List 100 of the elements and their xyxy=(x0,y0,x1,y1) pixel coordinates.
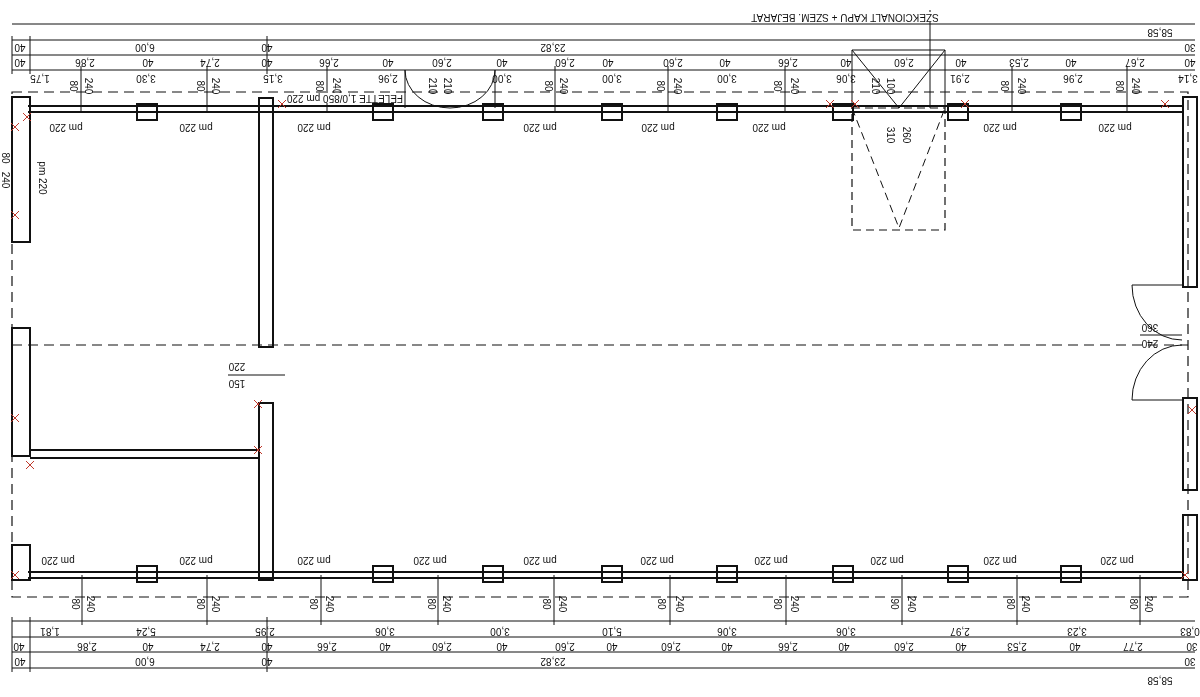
dimension-text: 240 xyxy=(83,77,93,95)
dimension-text: 2,66 xyxy=(778,641,798,651)
window-height-text: pm 220 xyxy=(523,122,557,132)
dimension-text: 150 xyxy=(228,378,246,388)
dimension-text: 2,97 xyxy=(950,626,970,636)
dimension-text: 40 xyxy=(606,641,618,651)
dimension-text: 2,86 xyxy=(75,57,95,67)
dimension-text: 80 xyxy=(1005,598,1015,610)
dimension-text: 210 xyxy=(442,77,452,95)
dimension-text: 80 xyxy=(656,598,666,610)
dimension-text: 80 xyxy=(772,598,782,610)
dimension-text: 2,96 xyxy=(378,73,398,83)
dimension-text: 240 xyxy=(210,77,220,95)
dimension-text: 40 xyxy=(840,57,852,67)
dimension-text: 3,00 xyxy=(717,73,737,83)
dimension-text: 310 xyxy=(885,126,895,144)
dimension-text: 2,60 xyxy=(663,57,683,67)
dimension-text: 220 xyxy=(228,361,246,371)
dimension-text: 40 xyxy=(142,57,154,67)
dimension-text: 80 xyxy=(543,80,553,92)
dimension-text: 40 xyxy=(261,656,273,666)
dimension-text: 40 xyxy=(602,57,614,67)
dimension-text: 40 xyxy=(13,641,25,651)
window-height-text: pm 220 xyxy=(870,555,904,565)
dimension-text: 2,96 xyxy=(1063,73,1083,83)
window-height-text: pm 220 xyxy=(523,555,557,565)
dimension-text: 2,60 xyxy=(555,641,575,651)
window-height-text: pm 220 xyxy=(752,122,786,132)
dimension-text: 80 xyxy=(314,80,324,92)
dimension-text: 240 xyxy=(674,595,684,613)
dimension-text: 40 xyxy=(955,641,967,651)
dimension-text: 240 xyxy=(210,595,220,613)
dimension-text: 2,60 xyxy=(894,641,914,651)
dimension-text: 80 xyxy=(0,152,10,164)
dimension-text: 23,82 xyxy=(540,42,566,52)
window-height-text: pm 220 xyxy=(297,555,331,565)
dimension-text: 2,67 xyxy=(1125,57,1145,67)
dimension-text: 40 xyxy=(261,57,273,67)
dimension-text: 240 xyxy=(557,595,567,613)
dimension-text: 240 xyxy=(441,595,451,613)
dimension-text: 2,95 xyxy=(255,626,275,636)
window-height-text: pm 220 xyxy=(297,122,331,132)
dimension-text: 6,00 xyxy=(135,656,155,666)
dimension-text: 2,66 xyxy=(317,641,337,651)
dimension-text: 0,83 xyxy=(1180,626,1200,636)
dimension-text: 40 xyxy=(261,42,273,52)
dimension-text: 2,86 xyxy=(77,641,97,651)
dimension-text: 210 xyxy=(427,77,437,95)
dimension-text: 5,24 xyxy=(136,626,156,636)
dimension-text: 80 xyxy=(308,598,318,610)
dimension-text: 80 xyxy=(70,598,80,610)
dimension-text: 240 xyxy=(85,595,95,613)
dimension-text: 80 xyxy=(68,80,78,92)
dimension-text: 3,14 xyxy=(1178,73,1198,83)
dimension-text: 80 xyxy=(195,80,205,92)
window-height-text: pm 220 xyxy=(754,555,788,565)
dimension-text: 2,60 xyxy=(432,57,452,67)
window-height-text: pm 220 xyxy=(1098,122,1132,132)
dimension-text: 3,06 xyxy=(717,626,737,636)
dimension-text: 90 xyxy=(889,598,899,610)
dimension-text: 80 xyxy=(655,80,665,92)
dimension-text: 3,06 xyxy=(836,626,856,636)
dimension-text: 240 xyxy=(1016,77,1026,95)
dimension-text: 3,00 xyxy=(602,73,622,83)
window-height-text: pm 220 xyxy=(179,122,213,132)
dimension-text: 2,91 xyxy=(950,73,970,83)
dimension-text: 240 xyxy=(789,77,799,95)
dimension-text: 1,75 xyxy=(30,73,50,83)
dimension-text: 3,06 xyxy=(375,626,395,636)
dimension-text: 2,53 xyxy=(1009,57,1029,67)
dimension-text: 40 xyxy=(838,641,850,651)
dimension-text: 2,74 xyxy=(200,641,220,651)
window-height-text: pm 220 xyxy=(413,555,447,565)
dimension-text: 58,58 xyxy=(1147,675,1173,685)
dimension-text: 80 xyxy=(1114,80,1124,92)
dimension-text: 40 xyxy=(14,42,26,52)
dimension-text: 240 xyxy=(0,171,10,189)
dimension-text: 240 xyxy=(672,77,682,95)
dimension-text: 6,00 xyxy=(135,42,155,52)
dimension-text: 80 xyxy=(426,598,436,610)
dimension-text: 2,53 xyxy=(1007,641,1027,651)
dimension-text: 80 xyxy=(1128,598,1138,610)
dimension-text: 3,00 xyxy=(492,73,512,83)
window-height-text: pm 220 xyxy=(983,555,1017,565)
dimension-text: 240 xyxy=(558,77,568,95)
dimension-text: 40 xyxy=(261,641,273,651)
dimension-text: 40 xyxy=(14,656,26,666)
dimension-text: 40 xyxy=(1069,641,1081,651)
dimension-text: 240 xyxy=(1141,338,1159,348)
window-height-text: pm 220 xyxy=(37,161,47,195)
dimension-text: 23,82 xyxy=(540,656,566,666)
dimension-text: 2,77 xyxy=(1123,641,1143,651)
dimension-text: 58,58 xyxy=(1147,27,1173,37)
window-height-text: pm 220 xyxy=(983,122,1017,132)
dimension-text: 240 xyxy=(789,595,799,613)
dimension-text: 30 xyxy=(1184,656,1196,666)
dimension-text: 80 xyxy=(772,80,782,92)
dimension-text: 3,06 xyxy=(836,73,856,83)
dimension-text: 40 xyxy=(1065,57,1077,67)
dimension-text: 240 xyxy=(906,595,916,613)
